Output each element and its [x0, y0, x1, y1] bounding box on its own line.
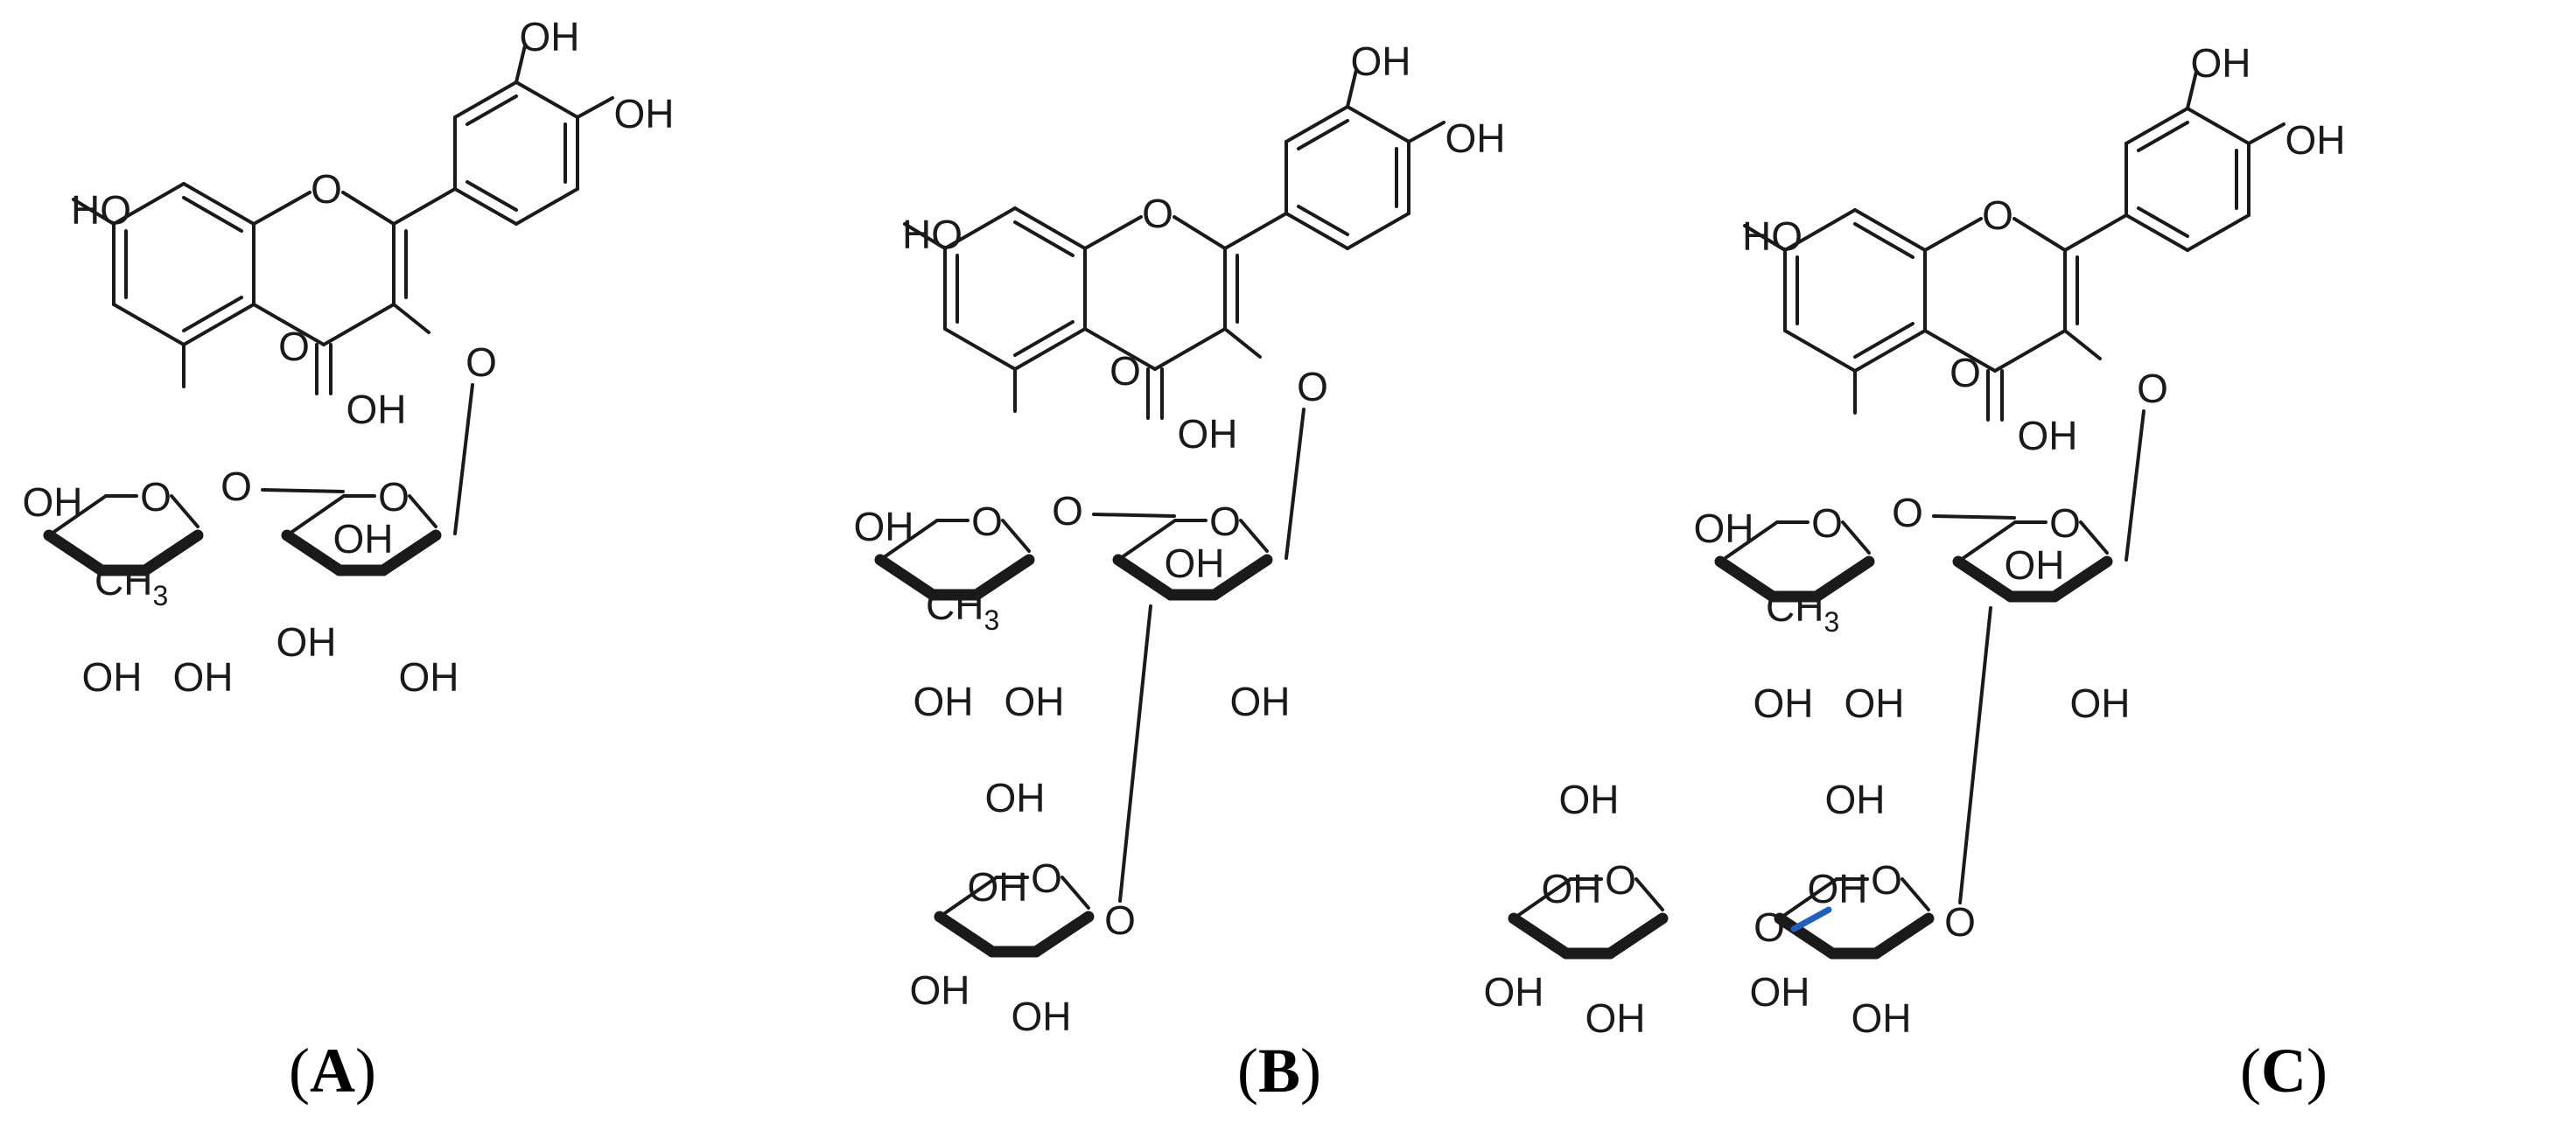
carbonyl-o-label: O — [278, 324, 310, 369]
oh-5-label: OH — [346, 387, 407, 432]
o-link-a: O — [220, 464, 252, 509]
svg-text:OH: OH — [1178, 411, 1238, 457]
oh-glc-a2: OH — [276, 619, 337, 665]
svg-text:O: O — [1031, 855, 1062, 901]
svg-text:OH: OH — [1586, 995, 1646, 1041]
svg-text:OH: OH — [910, 967, 970, 1013]
svg-text:OH: OH — [1004, 679, 1065, 724]
svg-text:O: O — [1209, 499, 1241, 544]
svg-text:OH: OH — [1446, 115, 1506, 161]
svg-text:O: O — [378, 474, 410, 520]
svg-text:HO: HO — [1742, 213, 1802, 259]
svg-text:OH: OH — [968, 864, 1028, 910]
o-link-c: O — [1754, 904, 1785, 950]
svg-text:O: O — [1811, 500, 1843, 546]
svg-text:O: O — [140, 474, 172, 520]
svg-text:O: O — [2137, 366, 2168, 411]
svg-text:O: O — [1297, 364, 1328, 409]
quercetin-core-a — [72, 44, 614, 395]
svg-text:OH: OH — [985, 775, 1046, 820]
svg-text:O: O — [1605, 857, 1636, 903]
svg-text:O: O — [971, 499, 1003, 544]
svg-text:OH: OH — [2286, 117, 2346, 163]
ho-7-label: HO — [71, 187, 131, 233]
svg-text:OH: OH — [1808, 866, 1868, 911]
o-3-label: O — [466, 339, 497, 385]
oh-3p-label: OH — [520, 14, 580, 59]
svg-text:OH: OH — [914, 679, 974, 724]
rhamnose-a: O — [49, 474, 198, 570]
svg-text:OH: OH — [1825, 777, 1886, 822]
panel-label-b: (B) — [1237, 1036, 1321, 1106]
svg-text:OH: OH — [1754, 681, 1814, 726]
svg-text:O: O — [1944, 899, 1976, 945]
ring-o-label: O — [311, 166, 342, 212]
svg-text:O: O — [1982, 192, 2013, 238]
svg-text:OH: OH — [1852, 995, 1912, 1041]
svg-text:OH: OH — [1694, 506, 1754, 551]
ch3-a: CH3 — [94, 558, 168, 611]
panel-label-a: (A) — [289, 1036, 376, 1106]
svg-text:HO: HO — [902, 212, 962, 257]
svg-text:OH: OH — [1559, 777, 1620, 822]
glucose-c3: O — [1514, 857, 1662, 953]
quercetin-core-b — [903, 68, 1446, 420]
svg-text:O: O — [1871, 857, 1902, 903]
structure-b: O O HO OH OH OH O O OH OH O O OH CH3 OH … — [854, 38, 1506, 1039]
svg-text:O: O — [1892, 490, 1923, 535]
glucose-a: O — [287, 474, 436, 570]
svg-text:OH: OH — [1844, 681, 1905, 726]
svg-text:O: O — [1142, 191, 1173, 236]
oh-glc-a1: OH — [333, 516, 394, 562]
oh-rha-a2: OH — [82, 654, 143, 700]
svg-text:OH: OH — [1750, 969, 1810, 1015]
svg-text:CH3: CH3 — [1766, 584, 1839, 638]
svg-text:OH: OH — [1012, 994, 1072, 1039]
svg-text:O: O — [1950, 350, 1981, 395]
svg-text:OH: OH — [1230, 679, 1291, 724]
rhamnose-c: O — [1720, 500, 1869, 597]
svg-text:OH: OH — [2070, 681, 2131, 726]
svg-text:OH: OH — [2191, 40, 2251, 86]
structure-c: O O HO OH OH OH O O OH OH O O OH CH3 OH … — [1484, 40, 2346, 1041]
quercetin-core-c — [1743, 70, 2286, 422]
oh-rha-a3: OH — [173, 654, 234, 700]
glucose-b2: O — [940, 855, 1088, 952]
svg-text:CH3: CH3 — [926, 583, 999, 636]
glucose-c2: O — [1780, 857, 1928, 953]
svg-text:OH: OH — [1165, 541, 1225, 586]
oh-glc-a3: OH — [399, 654, 459, 700]
svg-text:O: O — [2049, 500, 2081, 546]
svg-text:OH: OH — [1351, 38, 1411, 84]
glucose-c1: O — [1958, 500, 2107, 597]
glucose-b1: O — [1118, 499, 1267, 595]
svg-text:OH: OH — [1484, 969, 1544, 1015]
svg-text:O: O — [1052, 488, 1083, 534]
panel-label-c: (C) — [2240, 1036, 2328, 1106]
rhamnose-b: O — [880, 499, 1029, 595]
svg-text:OH: OH — [854, 504, 914, 549]
svg-text:OH: OH — [2005, 542, 2065, 588]
linkage-bond-blue — [1790, 906, 1832, 932]
oh-rha-a1: OH — [23, 479, 83, 525]
svg-text:O: O — [1110, 348, 1141, 394]
oh-4p-label: OH — [614, 91, 675, 136]
structure-a: O O HO OH OH OH O O OH OH OH O O OH CH3 … — [23, 14, 675, 700]
svg-text:OH: OH — [1542, 866, 1602, 911]
svg-text:O: O — [1104, 897, 1136, 943]
svg-text:OH: OH — [2018, 413, 2078, 458]
